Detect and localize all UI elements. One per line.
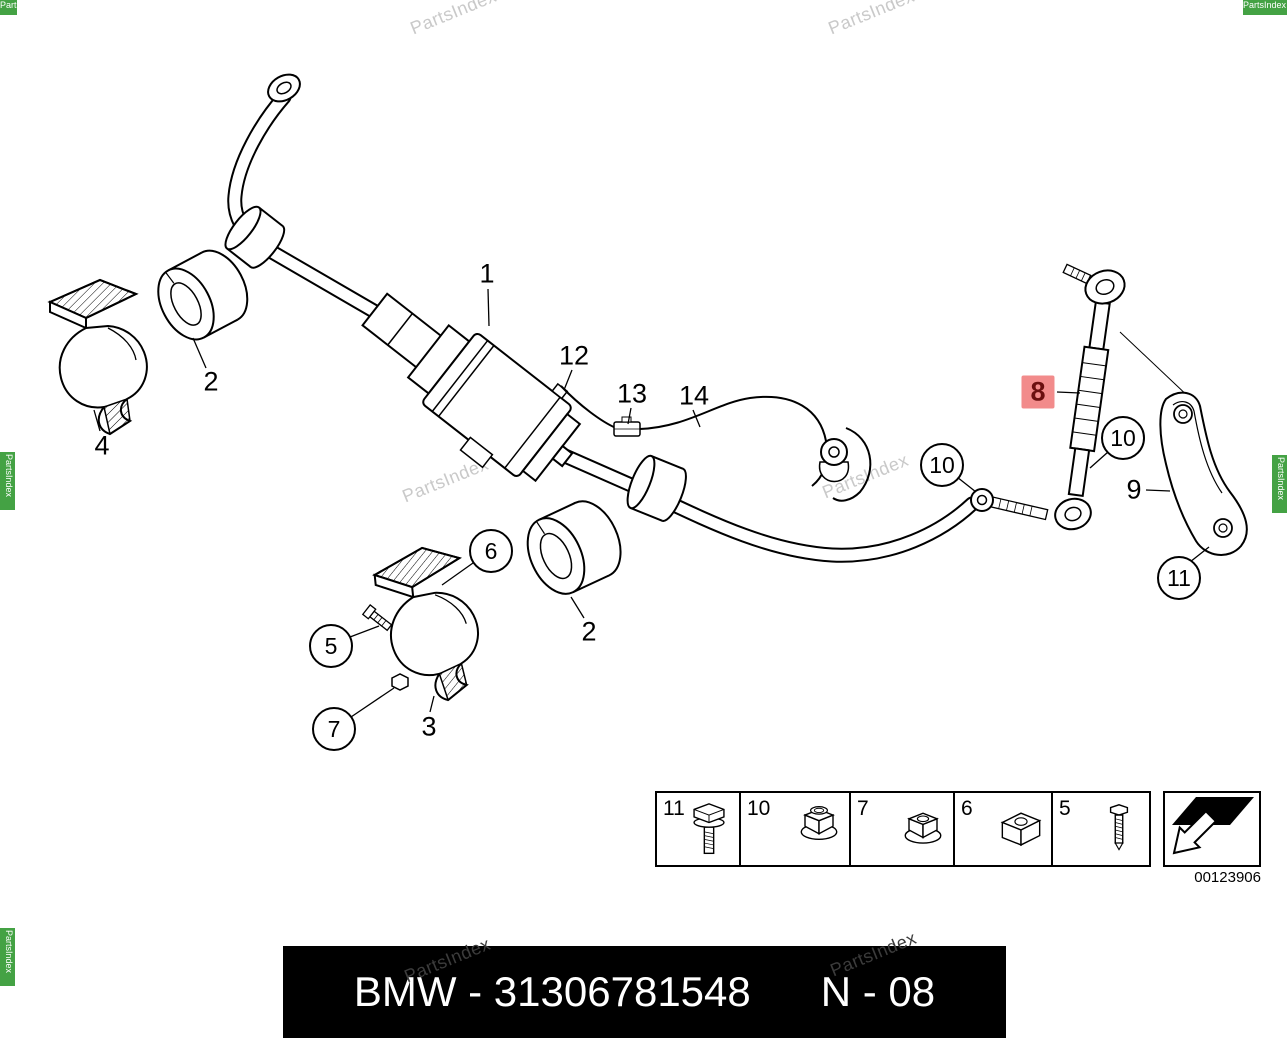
watermark-edge: PartsIndex: [0, 452, 15, 510]
stabilizer-link: [1054, 263, 1126, 531]
watermark-edge: PartsIndex: [0, 928, 15, 986]
stabilizer-bar-right-section: [548, 444, 980, 563]
legend-item-7[interactable]: 7: [849, 791, 955, 867]
flange-nut-icon: [904, 812, 942, 844]
legend-item-10[interactable]: 10: [739, 791, 851, 867]
footer-part-number: BMW - 31306781548: [353, 968, 751, 1015]
callout-2-lower[interactable]: 2: [581, 616, 597, 647]
callout-8[interactable]: 8: [1021, 375, 1055, 409]
callout-11[interactable]: 11: [1157, 556, 1201, 600]
active-stabilizer-actuator: [361, 292, 582, 483]
cable-connector: [818, 461, 850, 483]
callout-3[interactable]: 3: [421, 711, 437, 742]
callout-7[interactable]: 7: [312, 707, 356, 751]
legend-number: 11: [663, 797, 685, 820]
watermark-text: PartsIndex: [0, 0, 17, 10]
watermark-text: PartsIndex: [1243, 0, 1287, 10]
callout-1[interactable]: 1: [479, 258, 495, 289]
callout-10-right[interactable]: 10: [1101, 416, 1145, 460]
callout-2-upper[interactable]: 2: [203, 366, 219, 397]
bar-eye-stud: [990, 496, 1049, 521]
leader-lines: [93, 288, 1210, 718]
rubber-mount-upper: [157, 249, 249, 341]
mounting-bracket: [1159, 391, 1248, 556]
image-number: 00123906: [1194, 869, 1261, 886]
callout-6[interactable]: 6: [469, 529, 513, 573]
callout-10-left[interactable]: 10: [920, 443, 964, 487]
hex-bolt-icon: [693, 803, 725, 855]
callout-14[interactable]: 14: [678, 380, 710, 411]
callout-5[interactable]: 5: [309, 624, 353, 668]
legend-number: 7: [857, 797, 869, 820]
bracket-nut: [391, 673, 409, 691]
watermark-edge: PartsIndex: [0, 0, 17, 15]
callout-4[interactable]: 4: [94, 430, 110, 461]
square-nut-icon: [1000, 812, 1042, 847]
watermark-edge: PartsIndex: [1243, 0, 1287, 15]
rubber-mount-lower: [526, 500, 622, 595]
legend-number: 5: [1059, 797, 1071, 820]
legend-item-6[interactable]: 6: [953, 791, 1053, 867]
legend-item-11[interactable]: 11: [655, 791, 741, 867]
screw-icon: [1109, 804, 1129, 851]
direction-arrow-icon: [1172, 797, 1254, 855]
footer-sheet-code: N - 08: [820, 968, 936, 1015]
bar-eye-upper: [267, 73, 301, 103]
watermark-edge: PartsIndex: [1272, 455, 1287, 513]
flange-lock-nut-icon: [800, 806, 838, 841]
projection-line: [1119, 331, 1193, 401]
callout-13[interactable]: 13: [616, 378, 648, 409]
clamp-bracket-lower: [372, 546, 479, 702]
clamp-bracket-left: [47, 278, 148, 436]
callout-12[interactable]: 12: [558, 340, 590, 371]
fastener-legend: 11 10: [655, 791, 1151, 867]
bar-eye-right: [970, 488, 994, 512]
bracket-screw: [361, 604, 393, 632]
diagram-artwork: [47, 73, 1248, 718]
bushing-on-bar-mid: [626, 454, 687, 522]
sensor-cable: [560, 385, 872, 502]
legend-number: 6: [961, 797, 973, 820]
legend-arrow-box: [1163, 791, 1261, 867]
legend-item-5[interactable]: 5: [1051, 791, 1151, 867]
footer-bar: BMW - 31306781548 N - 08: [283, 946, 1006, 1038]
legend-number: 10: [747, 797, 771, 820]
bushing-on-bar-upper: [224, 205, 286, 269]
callout-9[interactable]: 9: [1126, 474, 1142, 505]
